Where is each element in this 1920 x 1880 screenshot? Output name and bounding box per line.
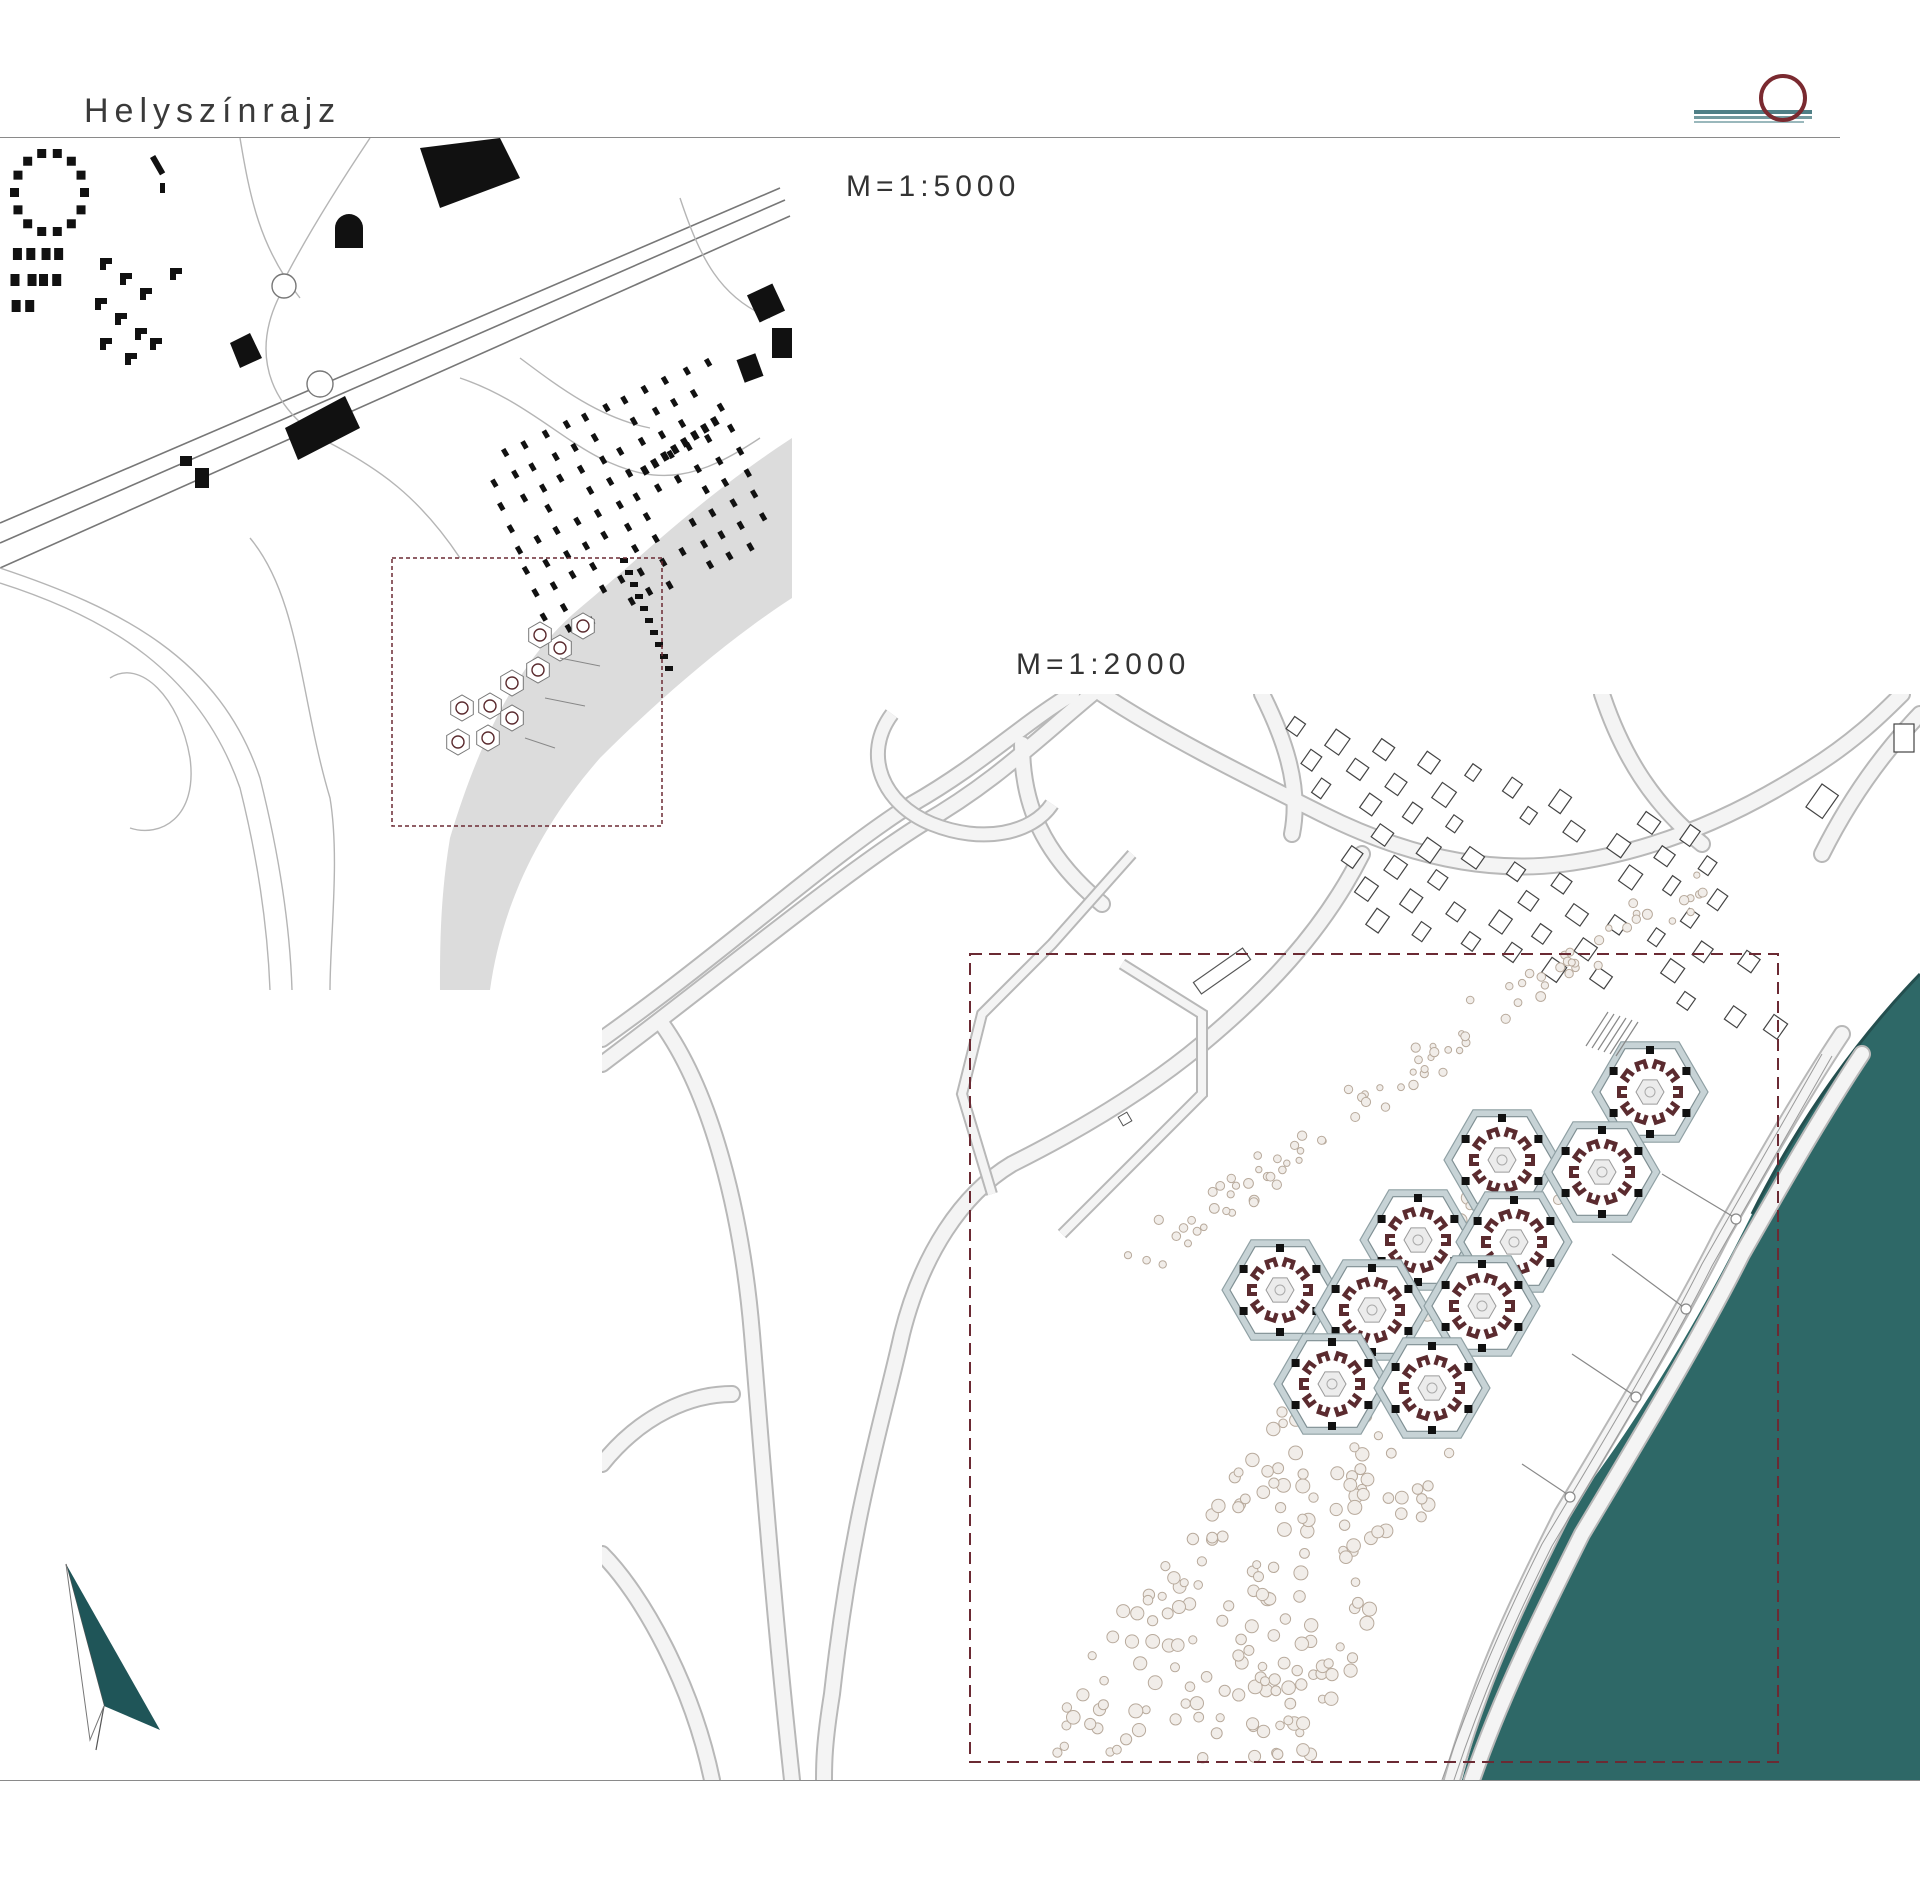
overview-river [440, 438, 792, 990]
detail-map [602, 694, 1920, 1780]
footer-divider [0, 1780, 1920, 1781]
circle-over-water-logo [1694, 74, 1812, 123]
north-arrow-icon [65, 1563, 160, 1751]
detail-river [1462, 974, 1920, 1780]
detail-site-frame [969, 953, 1779, 1763]
overview-scale-label: M=1:5000 [846, 170, 1021, 203]
detail-scale-label: M=1:2000 [1016, 648, 1191, 681]
page-title: Helyszínrajz [84, 92, 342, 130]
overview-site-frame [391, 557, 663, 827]
overview-map [0, 138, 792, 990]
header-divider [0, 137, 1840, 138]
